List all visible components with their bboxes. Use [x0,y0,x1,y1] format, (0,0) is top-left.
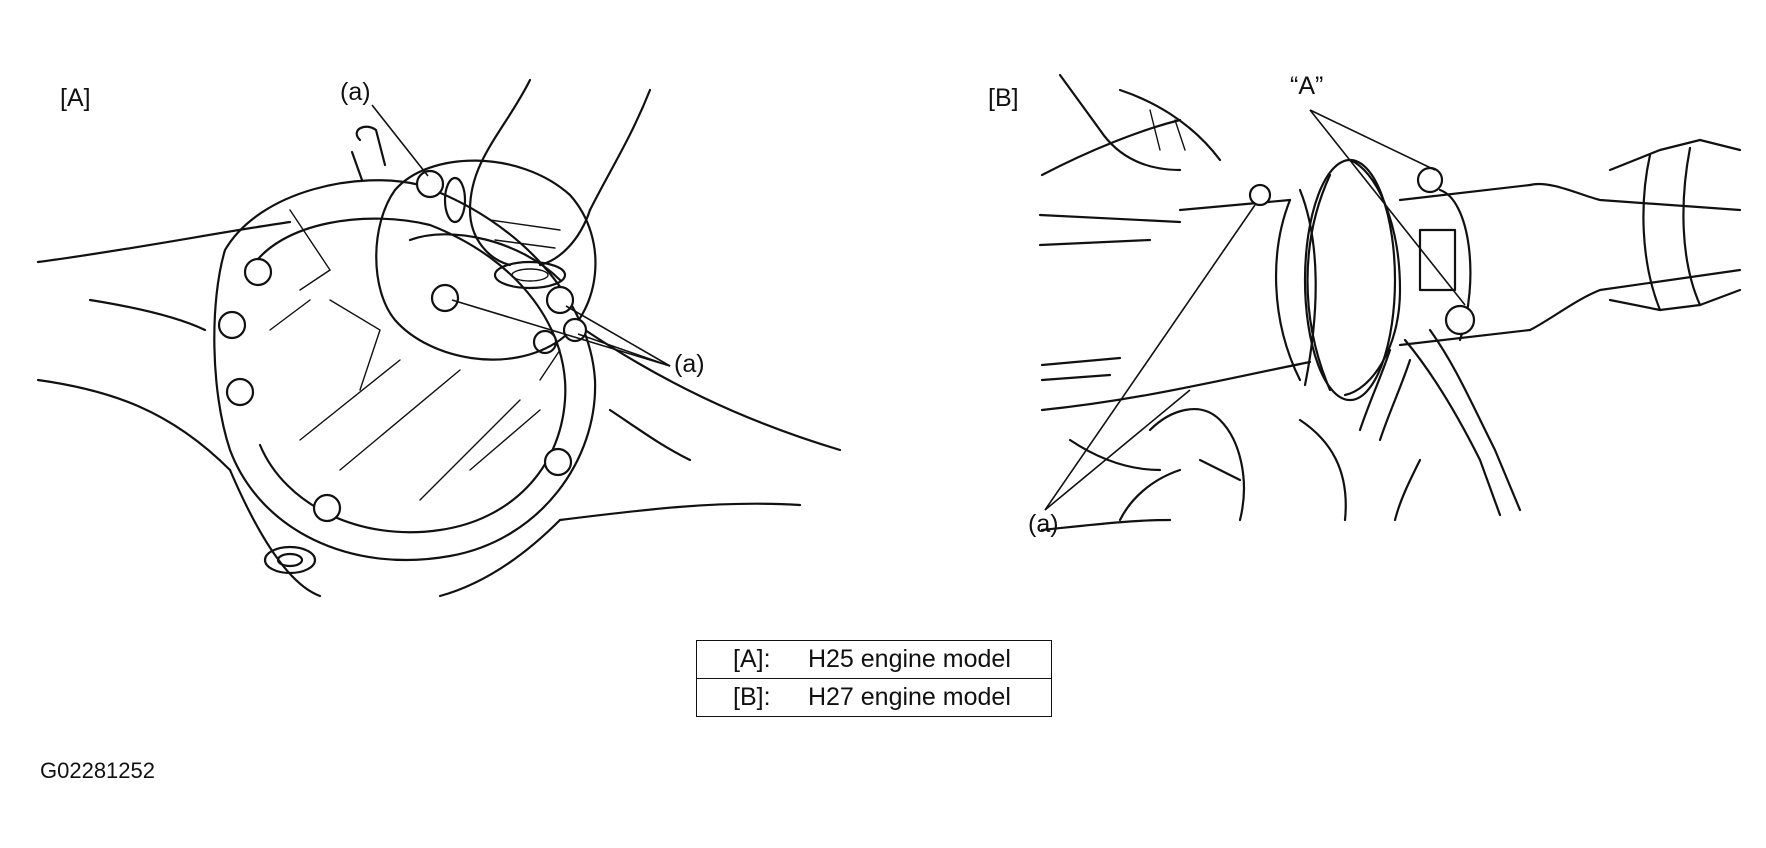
callout-b-marking: “A” [1290,72,1324,100]
figure-code: G02281252 [40,758,155,783]
panel-a-label: [A] [60,84,91,112]
propeller-shaft-removal-illustration [1038,73,1742,532]
legend-text: H27 engine model [807,683,1011,711]
callout-a-bolts-right: (a) [674,350,705,378]
callout-b-bolts: (a) [1028,510,1059,538]
model-legend: [A]: H25 engine model [B]: H27 engine mo… [696,640,1052,717]
legend-key: [B]: [733,683,771,711]
legend-text: H25 engine model [807,645,1011,673]
legend-row: [B]: H27 engine model [696,678,1052,717]
callout-a-bolt-top: (a) [340,78,371,106]
legend-row: [A]: H25 engine model [696,640,1052,679]
legend-key: [A]: [733,645,771,673]
differential-carrier-illustration [36,78,842,598]
panel-b-label: [B] [988,84,1019,112]
